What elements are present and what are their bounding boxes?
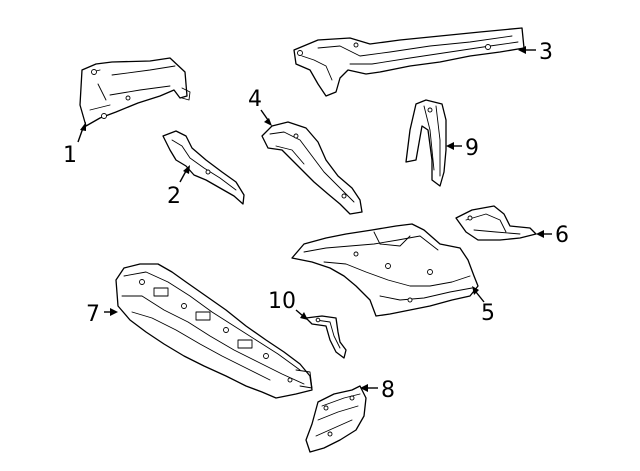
callout-label-8: 8 <box>381 378 395 403</box>
part-10-strap-bracket[interactable] <box>305 315 347 359</box>
part-7-underbody-panel[interactable] <box>115 263 313 399</box>
callout-label-5: 5 <box>481 301 495 326</box>
part-9-bracket[interactable] <box>405 99 447 187</box>
part-8-mounting-bracket[interactable] <box>305 385 367 453</box>
part-6-rear-shield[interactable] <box>455 205 537 241</box>
part-3-tunnel-shield[interactable] <box>293 27 525 97</box>
part-2-shield[interactable] <box>162 130 245 205</box>
part-1-heat-shield[interactable] <box>79 57 191 127</box>
part-4-curved-shield[interactable] <box>261 121 363 215</box>
callout-7: 7 <box>86 302 118 327</box>
callout-label-4: 4 <box>248 87 262 112</box>
callout-2: 2 <box>167 165 190 209</box>
callout-label-9: 9 <box>465 136 479 161</box>
callout-label-3: 3 <box>539 40 553 65</box>
callout-1: 1 <box>63 122 86 168</box>
callout-9: 9 <box>446 136 479 161</box>
callout-label-1: 1 <box>63 143 77 168</box>
callout-label-7: 7 <box>86 302 100 327</box>
callout-3: 3 <box>518 40 553 65</box>
callout-4: 4 <box>248 87 272 126</box>
callout-label-2: 2 <box>167 184 181 209</box>
callout-label-10: 10 <box>268 289 296 314</box>
callout-8: 8 <box>360 378 395 403</box>
part-5-floor-shield[interactable] <box>291 223 479 317</box>
callout-10: 10 <box>268 289 308 320</box>
callout-label-6: 6 <box>555 223 569 248</box>
callout-5: 5 <box>472 286 495 326</box>
callout-6: 6 <box>536 223 569 248</box>
